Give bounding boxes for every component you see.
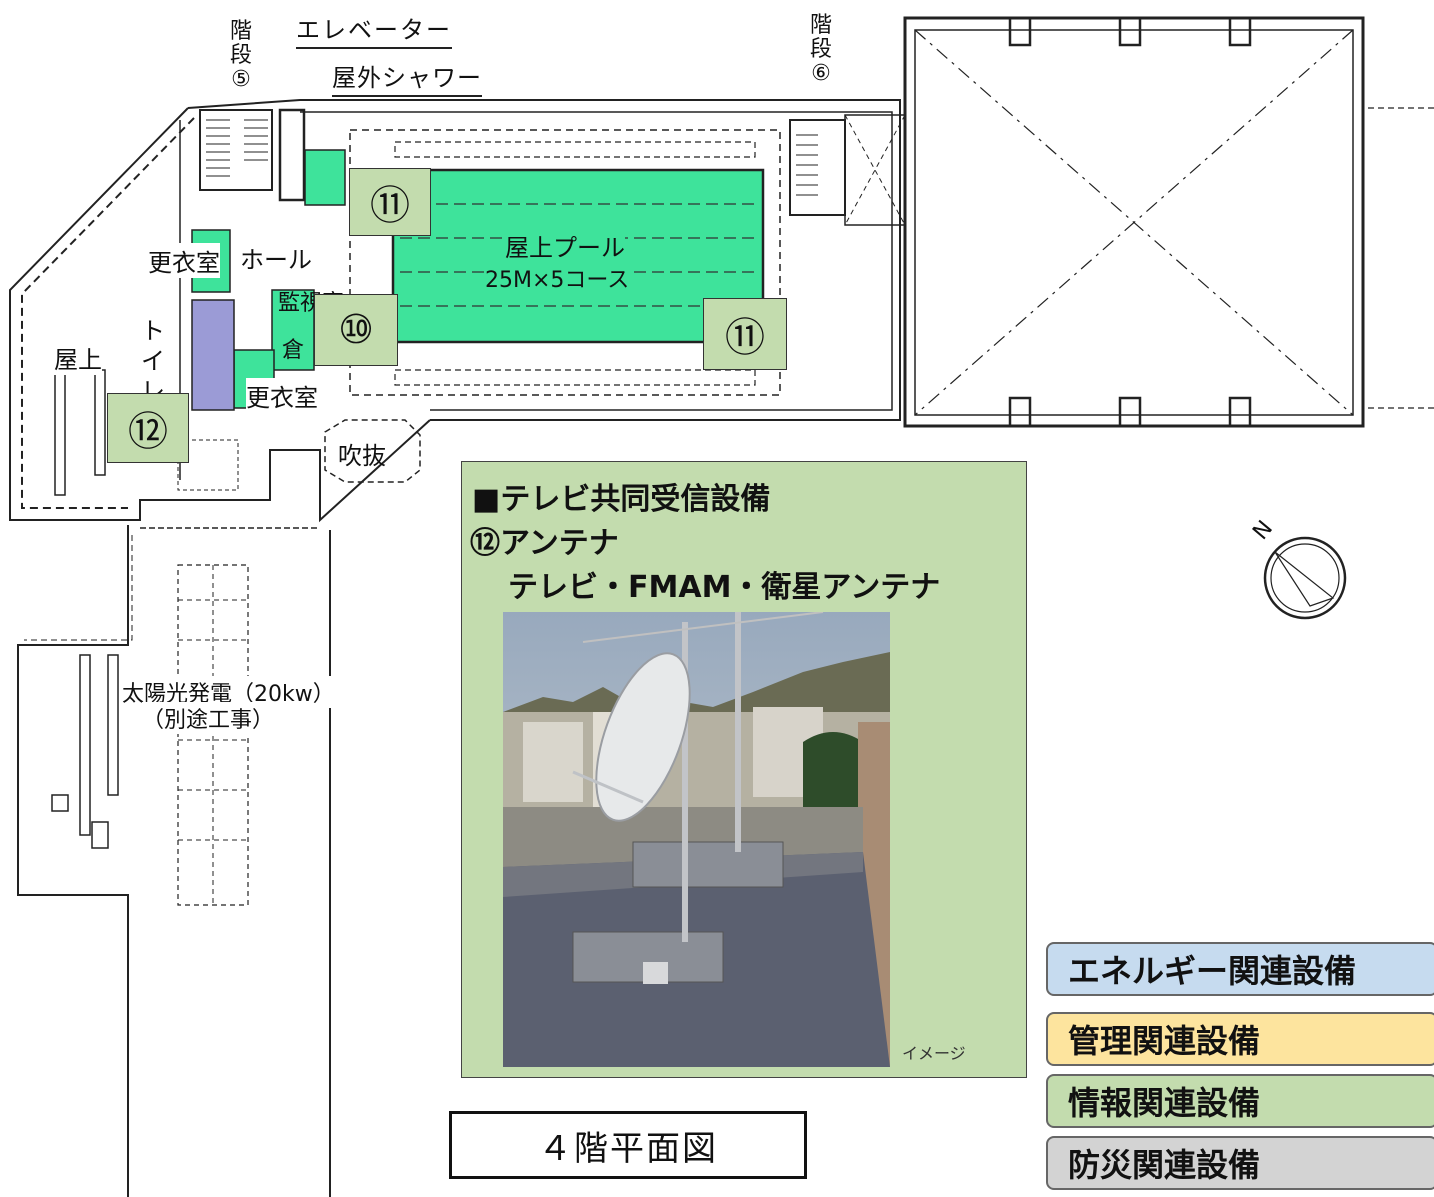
equipment-info-panel: ■テレビ共同受信設備 ⑫アンテナ テレビ・FMAM・衛星アンテナ xyxy=(461,461,1027,1078)
north-compass xyxy=(1263,536,1347,620)
legend-disaster-prevention: 防災関連設備 xyxy=(1046,1136,1434,1190)
plan-title: ４階平面図 xyxy=(449,1111,807,1179)
outdoor-shower-label: 屋外シャワー xyxy=(332,58,482,97)
storage-label: 倉 xyxy=(282,338,305,363)
pool-name-label: 屋上プール xyxy=(505,228,625,263)
info-item: ⑫アンテナ xyxy=(470,526,619,561)
marker-11-shower: ⑪ xyxy=(349,168,431,236)
locker-room-label-2: 更衣室 xyxy=(246,378,318,413)
stair5-label: 階 段 ⑤ xyxy=(229,19,252,92)
legend-energy-label: エネルギー関連設備 xyxy=(1068,952,1357,990)
atrium-label: 吹抜 xyxy=(338,442,386,470)
hall-label: ホール xyxy=(240,240,312,275)
rooftop-label: 屋上 xyxy=(54,340,102,375)
photo-caption: イメージ xyxy=(902,1044,966,1063)
legend-energy: エネルギー関連設備 xyxy=(1046,942,1434,996)
solar-note-label: （別途工事） xyxy=(142,702,275,734)
wing-inner-dashed xyxy=(21,117,195,509)
pool-block-outline xyxy=(187,99,901,421)
antenna-photo xyxy=(503,612,890,1067)
legend-management-label: 管理関連設備 xyxy=(1068,1022,1261,1060)
marker-12: ⑫ xyxy=(107,393,189,463)
locker-room-label-1: 更衣室 xyxy=(148,243,220,278)
outdoor-shower-area xyxy=(304,149,346,206)
pool-lanes xyxy=(400,203,755,307)
pool-spec-label: 25M×5コース xyxy=(485,262,630,294)
legend-disaster-prevention-label: 防災関連設備 xyxy=(1068,1146,1261,1184)
wing-outline xyxy=(9,107,431,523)
elevator-label: エレベーター xyxy=(296,10,452,49)
marker-10: ⑩ xyxy=(314,294,398,366)
marker-11-pool: ⑪ xyxy=(703,298,787,370)
legend-management: 管理関連設備 xyxy=(1046,1012,1434,1066)
toilet-area xyxy=(191,299,235,411)
legend-information-label: 情報関連設備 xyxy=(1068,1084,1261,1122)
legend-information: 情報関連設備 xyxy=(1046,1074,1434,1128)
stair6-label: 階 段 ⑥ xyxy=(809,13,832,86)
info-detail: テレビ・FMAM・衛星アンテナ xyxy=(508,570,941,605)
info-title: ■テレビ共同受信設備 xyxy=(472,482,771,517)
